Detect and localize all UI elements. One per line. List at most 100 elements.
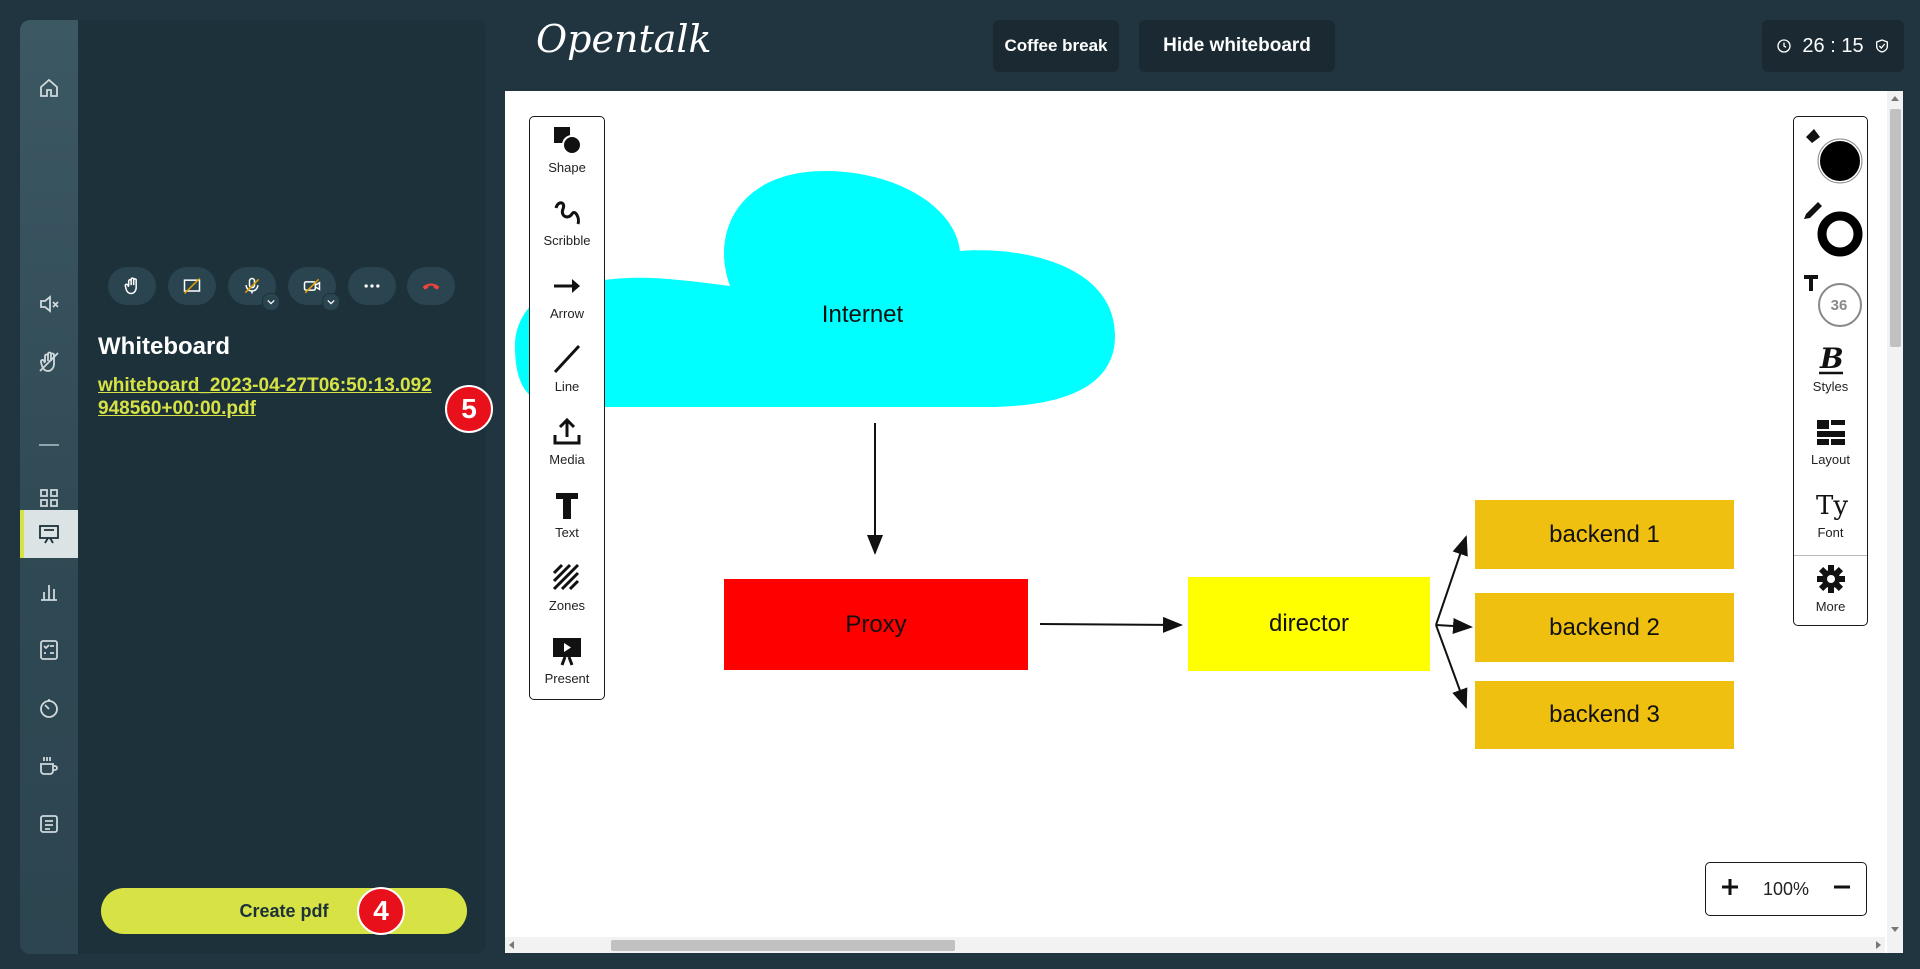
tool-media[interactable]: Media (530, 409, 604, 481)
tool-line-label: Line (554, 379, 580, 394)
chevron-down-icon[interactable] (262, 293, 280, 311)
nav-rail (20, 20, 78, 954)
scroll-up-icon[interactable] (1891, 95, 1899, 103)
arrow-director-backend1[interactable] (1435, 535, 1468, 626)
tool-shape-label: Shape (548, 160, 586, 175)
zones-hatch-icon (552, 563, 580, 591)
shield-check-icon (1875, 39, 1888, 53)
more-settings-button[interactable]: More (1794, 555, 1867, 628)
horizontal-scrollbar[interactable] (505, 937, 1885, 953)
arrow-director-backend3[interactable] (1435, 624, 1468, 709)
raise-hand-button[interactable] (108, 267, 156, 305)
bold-b-icon: B (1818, 342, 1844, 375)
layout-icon (1816, 420, 1845, 445)
tool-scribble[interactable]: Scribble (530, 190, 604, 262)
backend-1-box[interactable] (1475, 500, 1734, 569)
notes-icon[interactable] (20, 800, 78, 848)
tool-scribble-label: Scribble (543, 233, 591, 248)
more-options-button[interactable] (348, 267, 396, 305)
camera-off-icon (303, 278, 321, 294)
rail-divider (39, 444, 59, 446)
hide-whiteboard-button[interactable]: Hide whiteboard (1139, 20, 1335, 72)
font-ty-icon: Ty (1816, 491, 1848, 521)
chevron-down-icon[interactable] (322, 293, 340, 311)
home-icon[interactable] (20, 64, 78, 112)
arrow-director-backend2[interactable] (1435, 617, 1473, 634)
scroll-down-icon[interactable] (1891, 925, 1899, 933)
scroll-left-icon[interactable] (508, 941, 516, 949)
layout-button[interactable]: Layout (1794, 409, 1867, 481)
plus-icon (1722, 878, 1738, 895)
share-screen-button[interactable] (168, 267, 216, 305)
hangup-button[interactable] (407, 267, 455, 305)
tool-present[interactable]: Present (530, 628, 604, 700)
step-marker: 4 (357, 887, 405, 935)
styles-button[interactable]: B Styles (1794, 336, 1867, 408)
presentation-icon[interactable] (20, 510, 78, 558)
grid-icon[interactable] (20, 474, 78, 522)
scroll-right-icon[interactable] (1874, 941, 1882, 949)
tool-arrow[interactable]: Arrow (530, 263, 604, 335)
arrow-right-icon (554, 279, 580, 293)
backend-2-label: backend 2 (1549, 613, 1660, 641)
poll-icon[interactable] (20, 568, 78, 616)
phone-hangup-icon (422, 283, 440, 290)
coffee-break-button[interactable]: Coffee break (993, 20, 1119, 72)
hand-icon (124, 277, 137, 295)
director-box[interactable] (1188, 577, 1430, 671)
font-size-value: 36 (1830, 297, 1848, 314)
microphone-button[interactable] (228, 267, 280, 311)
zoom-control: 100% (1705, 862, 1867, 916)
drawing-toolbar: Shape Scribble Arrow Line Media Text Zon… (529, 116, 605, 700)
backend-2-box[interactable] (1475, 593, 1734, 662)
tool-text-label: Text (555, 525, 579, 540)
tool-zones-label: Zones (548, 598, 586, 613)
camera-button[interactable] (288, 267, 340, 311)
diagram-layer (515, 171, 1734, 749)
gear-icon (1816, 565, 1845, 593)
scrollbar-thumb[interactable] (1890, 109, 1901, 347)
timer-icon[interactable] (20, 684, 78, 732)
screen-share-off-icon (183, 277, 201, 295)
shape-icon (554, 127, 582, 155)
backend-3-box[interactable] (1475, 681, 1734, 749)
internet-label: Internet (821, 301, 904, 328)
coffee-icon[interactable] (20, 742, 78, 790)
director-label: director (1268, 610, 1350, 637)
speaker-muted-icon[interactable] (20, 280, 78, 328)
tool-shape[interactable]: Shape (530, 117, 604, 189)
internet-cloud[interactable] (515, 171, 1115, 407)
zoom-in-button[interactable] (1720, 877, 1740, 902)
vertical-scrollbar[interactable] (1887, 91, 1903, 953)
create-pdf-button[interactable]: Create pdf (101, 888, 467, 934)
scribble-icon (554, 201, 580, 225)
font-size-picker[interactable]: 36 (1794, 263, 1867, 335)
checklist-icon[interactable] (20, 626, 78, 674)
scrollbar-thumb[interactable] (611, 940, 955, 951)
pdf-download-link[interactable]: whiteboard_2023-04-27T06:50:13.092948560… (98, 375, 432, 419)
hand-off-icon[interactable] (20, 338, 78, 386)
svg-text:B: B (1819, 342, 1844, 375)
zoom-out-button[interactable] (1832, 877, 1852, 902)
properties-toolbar: 36 B Styles Layout Ty Font More (1793, 116, 1868, 626)
font-button[interactable]: Ty Font (1794, 482, 1867, 554)
tool-present-label: Present (544, 671, 590, 686)
tool-text[interactable]: Text (530, 482, 604, 554)
svg-text:Opentalk: Opentalk (536, 17, 712, 61)
timer-value: 26 : 15 (1802, 34, 1864, 57)
font-label: Font (1817, 525, 1844, 540)
stroke-color-picker[interactable] (1794, 190, 1867, 262)
arrow-proxy-director[interactable] (1039, 616, 1183, 633)
step-marker: 5 (445, 385, 493, 433)
present-icon (553, 638, 581, 666)
clock-icon (1777, 39, 1791, 53)
fill-color-picker[interactable] (1794, 117, 1867, 189)
line-icon (553, 344, 581, 374)
tool-zones[interactable]: Zones (530, 555, 604, 627)
layout-label: Layout (1810, 452, 1851, 467)
meeting-timer: 26 : 15 (1762, 20, 1904, 72)
tool-line[interactable]: Line (530, 336, 604, 408)
proxy-box[interactable] (724, 579, 1028, 670)
more-dots-icon (364, 284, 380, 288)
hide-whiteboard-label: Hide whiteboard (1163, 35, 1311, 56)
